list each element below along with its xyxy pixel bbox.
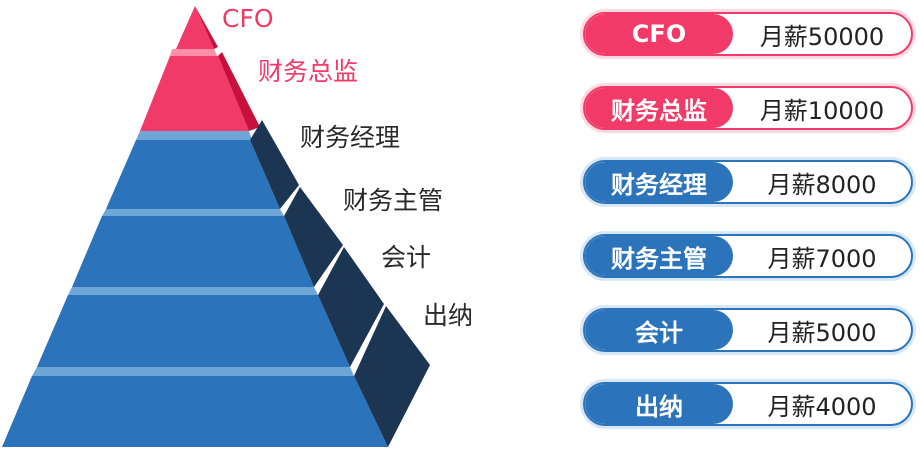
salary-value: 月薪7000 [767,244,877,273]
pyramid-tier-director [136,52,260,140]
salary-role-badge: 财务总监 [585,88,733,128]
pyramid-label-manager: 财务经理 [300,123,401,152]
salary-row-director: 财务总监 月薪10000 [580,83,916,133]
salary-role-badge: 财务主管 [585,236,733,276]
salary-value: 月薪5000 [767,318,877,347]
pyramid-graphic [2,6,430,447]
pyramid-tier-manager [102,120,299,216]
pyramid-label-supervisor: 财务主管 [343,186,444,215]
pyramid-label-cfo: CFO [222,4,274,33]
pyramid-label-director: 财务总监 [258,57,359,86]
salary-role-badge: 出纳 [585,384,733,424]
salary-row-accountant: 会计 月薪5000 [580,305,916,355]
salary-value: 月薪50000 [759,22,885,51]
salary-row-cashier: 出纳 月薪4000 [580,379,916,429]
salary-row-manager: 财务经理 月薪8000 [580,157,916,207]
pyramid-tier-accountant [32,247,384,376]
salary-value: 月薪4000 [767,392,877,421]
pyramid-tier-supervisor [68,187,343,295]
salary-role-badge: CFO [585,14,733,54]
salary-row-cfo: CFO 月薪50000 [580,9,916,59]
salary-role-badge: 会计 [585,310,733,350]
salary-value: 月薪8000 [767,170,877,199]
salary-role-badge: 财务经理 [585,162,733,202]
pyramid-label-cashier: 出纳 [423,301,474,330]
pyramid-label-accountant: 会计 [381,243,432,272]
salary-row-supervisor: 财务主管 月薪7000 [580,231,916,281]
pyramid-tier-cashier [2,306,430,447]
salary-value: 月薪10000 [759,96,885,125]
pyramid-tier-cfo [170,6,218,56]
